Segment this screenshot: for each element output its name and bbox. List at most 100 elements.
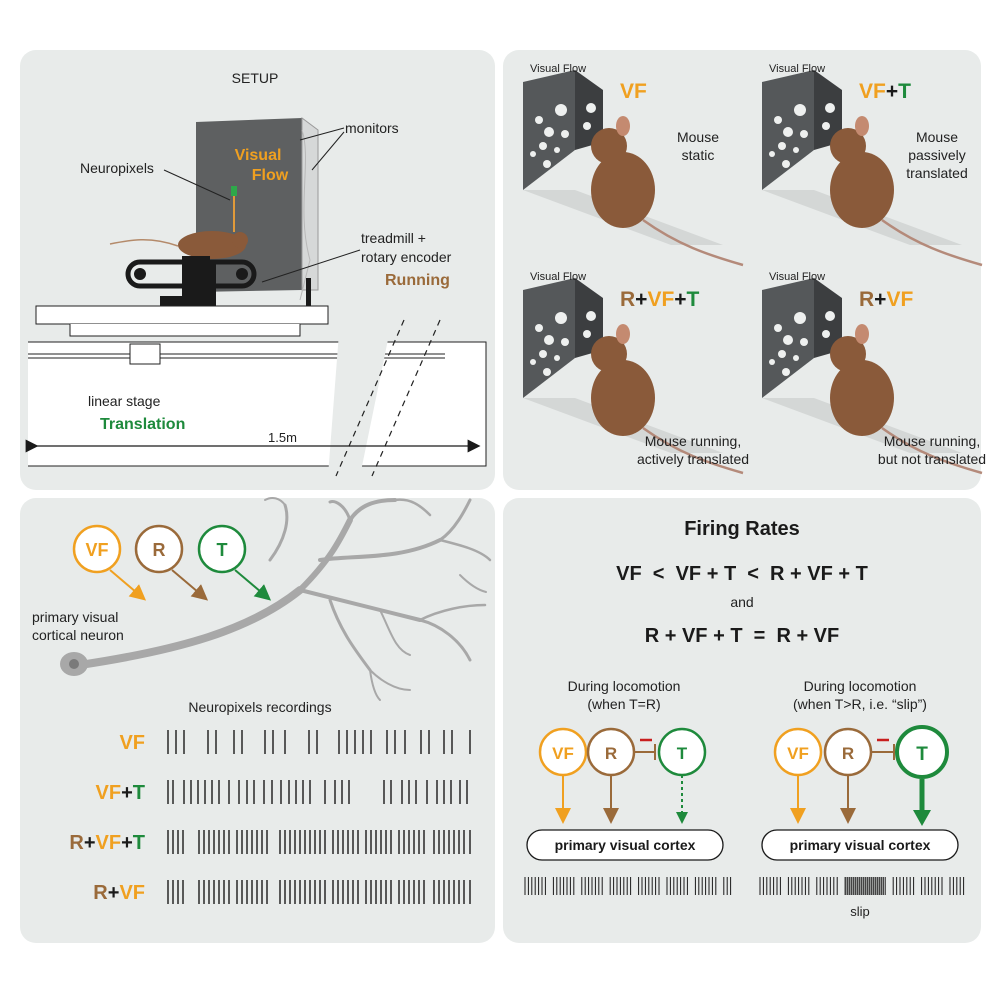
- left-head-2: (when T=R): [587, 696, 660, 712]
- condition-code: R+VF+T: [620, 288, 700, 311]
- mouse-ear: [616, 324, 630, 344]
- visual-flow-dot: [554, 147, 560, 153]
- condition-code-token: VF: [859, 80, 886, 103]
- visual-flow-dot: [530, 359, 536, 365]
- mouse-head: [830, 336, 866, 372]
- condition-description: Mouse running,: [645, 433, 742, 449]
- cortex-raster: [524, 877, 732, 895]
- visual-flow-dot: [825, 311, 835, 321]
- neuropixels-label: Neuropixels: [80, 160, 154, 176]
- nucleus: [69, 659, 79, 669]
- treadmill-label-2: rotary encoder: [361, 249, 452, 265]
- visual-flow-dot: [825, 103, 835, 113]
- right-head-2: (when T>R, i.e. “slip”): [793, 696, 927, 712]
- condition-code-token: VF: [886, 288, 913, 311]
- visual-flow-dot: [586, 103, 596, 113]
- visual-flow-dot: [778, 142, 786, 150]
- condition-code-token: T: [687, 288, 700, 311]
- visual-flow-dot: [782, 160, 790, 168]
- condition-code-token: VF: [620, 80, 647, 103]
- condition-code-token: +: [674, 288, 686, 311]
- treadmill-roller-left: [134, 268, 146, 280]
- condition-description: Mouse running,: [884, 433, 981, 449]
- break-gap: [328, 320, 392, 476]
- visual-flow-dot: [561, 130, 569, 138]
- raster-row-label: R+VF+T: [69, 832, 145, 854]
- input-r-arrow: [171, 569, 209, 601]
- input-r-label: R: [153, 540, 166, 560]
- condition-code: VF+T: [859, 80, 911, 103]
- visual-flow-dot: [539, 142, 547, 150]
- condition-description: Mouse: [677, 129, 719, 145]
- raster-row-label-token: T: [133, 782, 145, 804]
- visual-flow-dot: [782, 368, 790, 376]
- recordings-title: Neuropixels recordings: [188, 699, 331, 715]
- neuron-label-1: primary visual: [32, 609, 118, 625]
- left-t-text: T: [677, 744, 688, 763]
- mouse-ear: [855, 324, 869, 344]
- mouse-tail: [642, 426, 744, 475]
- visual-flow-dot: [793, 355, 799, 361]
- visual-flow-dot: [535, 324, 543, 332]
- input-vf-arrow: [109, 569, 147, 601]
- raster-row-label: R+VF: [93, 882, 145, 904]
- right-t-text: T: [916, 744, 928, 765]
- mouse-head: [591, 336, 627, 372]
- input-r-circle: [134, 524, 184, 574]
- left-cortex-label: primary visual cortex: [555, 837, 696, 853]
- mouse-head: [591, 128, 627, 164]
- stage-carriage: [69, 324, 301, 337]
- condition-code-token: +: [635, 288, 647, 311]
- right-r-text: R: [842, 744, 854, 763]
- monitor-side: [301, 117, 319, 291]
- dendrite-tree: [76, 496, 492, 701]
- stage-label: linear stage: [88, 393, 161, 409]
- firing-eq2: R + VF + T = R + VF: [645, 625, 840, 647]
- visual-flow-dot: [822, 330, 830, 338]
- right-t-node: [895, 725, 949, 779]
- mouse-ear: [616, 116, 630, 136]
- visual-flow-dot: [800, 130, 808, 138]
- right-head-1: During locomotion: [804, 678, 917, 694]
- visual-flow-dot: [543, 160, 551, 168]
- mouse-head: [830, 128, 866, 164]
- condition-code: R+VF: [859, 288, 913, 311]
- visual-flow-label: Visual Flow: [530, 271, 586, 283]
- visual-flow-dot: [583, 330, 591, 338]
- raster-row-label-token: +: [121, 782, 133, 804]
- left-r-text: R: [605, 744, 617, 763]
- setup-mouse-body: [178, 231, 246, 259]
- mouse-ear: [855, 116, 869, 136]
- visual-flow-dot: [822, 122, 830, 130]
- firing-and: and: [730, 594, 753, 610]
- visual-flow-dot: [794, 312, 806, 324]
- visual-flow-dot: [769, 151, 775, 157]
- input-vf-label: VF: [85, 540, 108, 560]
- neuron-label-2: cortical neuron: [32, 627, 124, 643]
- left-vf-text: VF: [552, 744, 574, 763]
- visual-flow-dot: [783, 127, 793, 137]
- raster-row-label-token: VF: [96, 782, 122, 804]
- monitors-label: monitors: [345, 120, 399, 136]
- visual-flow-label: Visual Flow: [530, 63, 586, 75]
- flow-label: Flow: [252, 167, 289, 184]
- condition-description: actively translated: [637, 451, 749, 467]
- mouse-tail: [881, 426, 983, 475]
- condition-code-token: R: [859, 288, 874, 311]
- visual-flow-dot: [586, 311, 596, 321]
- visual-flow-dot: [543, 368, 551, 376]
- condition-description: passively: [908, 147, 966, 163]
- visual-flow-dot: [530, 151, 536, 157]
- treadmill-pointer: [261, 249, 361, 283]
- firing-rates-panel: [503, 498, 981, 943]
- condition-description: Mouse: [916, 129, 958, 145]
- visual-flow-dot: [769, 359, 775, 365]
- condition-code-token: R: [620, 288, 635, 311]
- setup-mouse-tail: [109, 238, 179, 247]
